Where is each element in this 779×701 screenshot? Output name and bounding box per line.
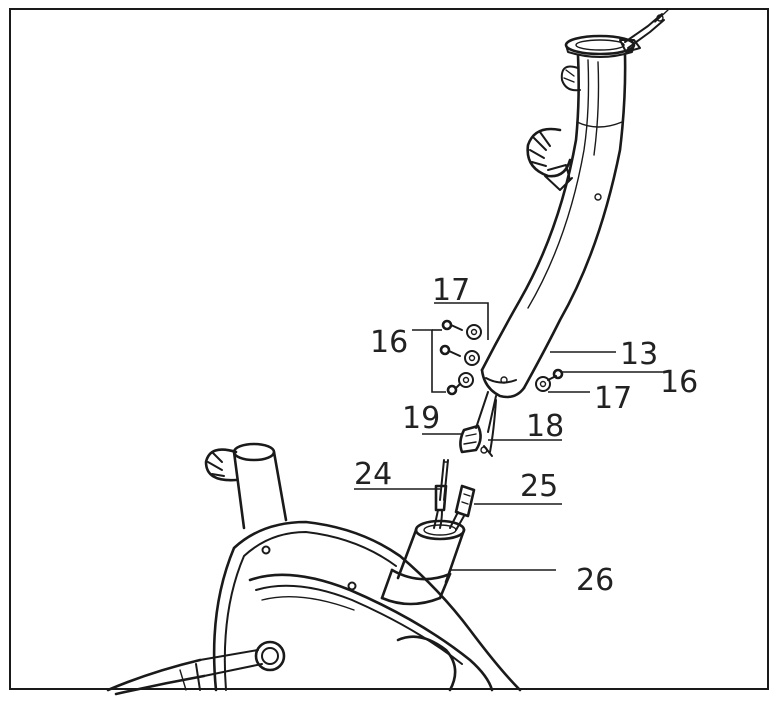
main-frame xyxy=(106,442,522,696)
wire-25 xyxy=(449,484,476,531)
leader-lines xyxy=(354,302,670,571)
callout-16-right: 16 xyxy=(660,365,698,400)
callout-19: 19 xyxy=(402,401,440,436)
callout-26: 26 xyxy=(576,563,614,598)
callout-16-left: 16 xyxy=(370,325,408,360)
connector-19 xyxy=(459,424,482,454)
diagram-border xyxy=(9,8,769,690)
callout-25: 25 xyxy=(520,469,558,504)
callout-18: 18 xyxy=(526,409,564,444)
callout-13: 13 xyxy=(620,337,658,372)
wire-24 xyxy=(433,459,449,529)
bolt-right xyxy=(535,368,564,392)
handlebar-post xyxy=(475,9,669,453)
callout-24: 24 xyxy=(354,457,392,492)
callout-labels: 17 16 13 16 17 19 18 24 25 26 xyxy=(354,273,698,598)
callout-17-right: 17 xyxy=(594,381,632,416)
callout-17-top: 17 xyxy=(432,273,470,308)
wire-18 xyxy=(480,445,493,457)
bolts-left xyxy=(439,319,482,396)
